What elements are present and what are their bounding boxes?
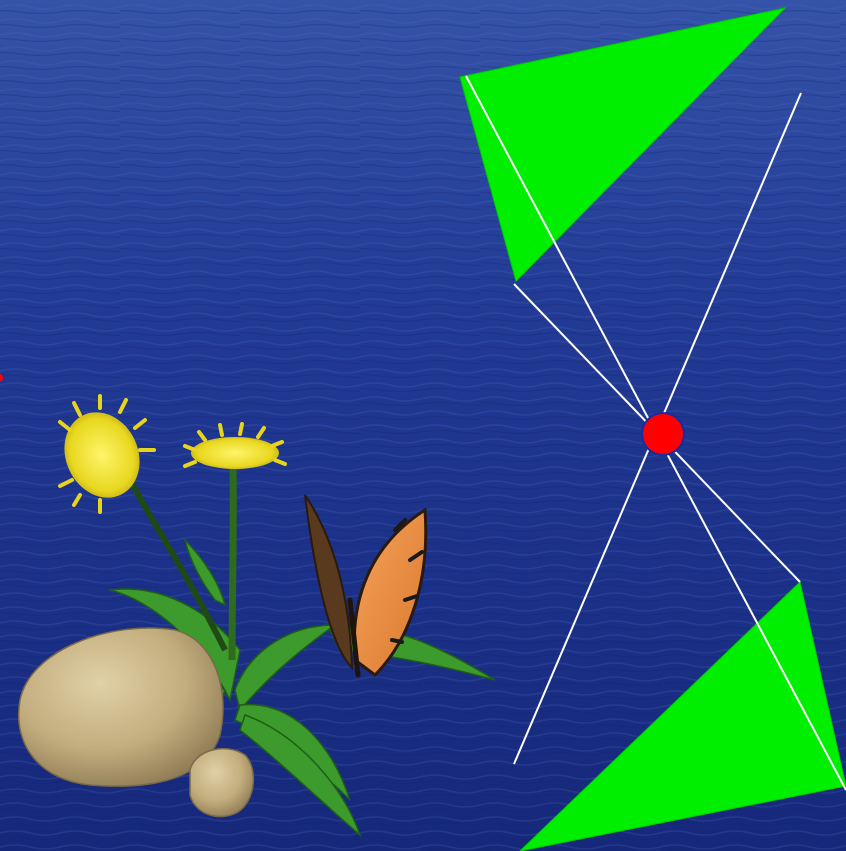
dandelion-stem-right <box>232 465 233 660</box>
rock-small <box>190 749 253 817</box>
red-intersection-point <box>642 413 684 455</box>
